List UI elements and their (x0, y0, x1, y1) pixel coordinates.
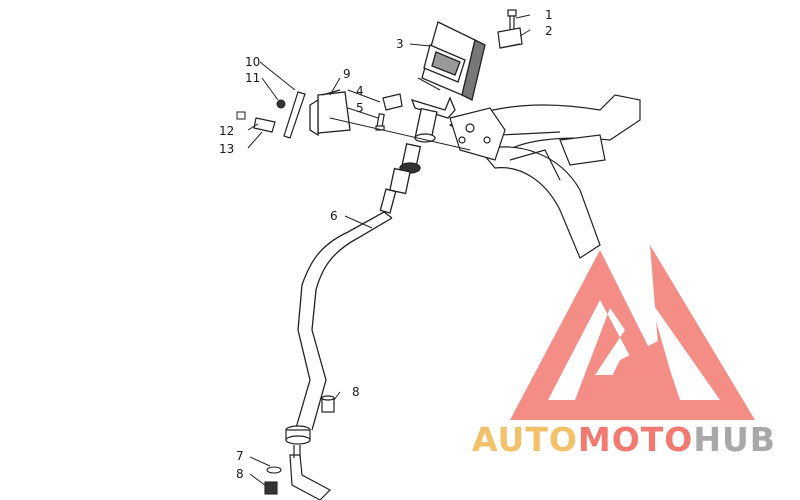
boot-9 (309, 89, 351, 137)
watermark-hub: HUB (693, 420, 776, 459)
bolt-5 (375, 113, 385, 131)
callout-11: 11 (245, 71, 261, 85)
callout-2: 2 (545, 24, 553, 38)
callout-12: 12 (219, 124, 235, 138)
callout-7: 7 (236, 449, 244, 463)
callout-3: 3 (396, 37, 404, 51)
watermark-auto: AUTO (472, 420, 578, 459)
bushing-8-lower (264, 481, 278, 495)
bolt-12 (236, 111, 246, 120)
steering-head-block (421, 21, 486, 101)
steering-shaft-upper (379, 96, 456, 214)
callout-9: 9 (343, 67, 351, 81)
washer-7 (266, 466, 282, 474)
watermark-moto: MOTO (577, 420, 694, 459)
callout-10: 10 (245, 55, 261, 69)
steering-support-bracket (449, 107, 506, 161)
clamp-13 (253, 117, 276, 133)
callout-4: 4 (356, 84, 364, 98)
callout-8-upper: 8 (352, 385, 360, 399)
lower-bushing (285, 425, 311, 445)
nut-11 (276, 99, 286, 109)
clamp-4 (382, 93, 403, 111)
callout-1: 1 (545, 8, 553, 22)
pitman-arm (289, 445, 331, 500)
bracket-10 (283, 91, 306, 139)
steering-tube-6 (295, 211, 393, 431)
callout-5: 5 (356, 101, 364, 115)
callout-13: 13 (219, 142, 235, 156)
callout-6: 6 (330, 209, 338, 223)
bushing-8-upper (321, 395, 335, 413)
leader-lines (247, 14, 531, 487)
watermark-brand: AUTOMOTOHUB (472, 420, 776, 459)
bolt-1 (507, 9, 517, 31)
callout-8-lower: 8 (236, 467, 244, 481)
clamp-2 (497, 27, 523, 49)
watermark-logo-icon (510, 245, 755, 420)
